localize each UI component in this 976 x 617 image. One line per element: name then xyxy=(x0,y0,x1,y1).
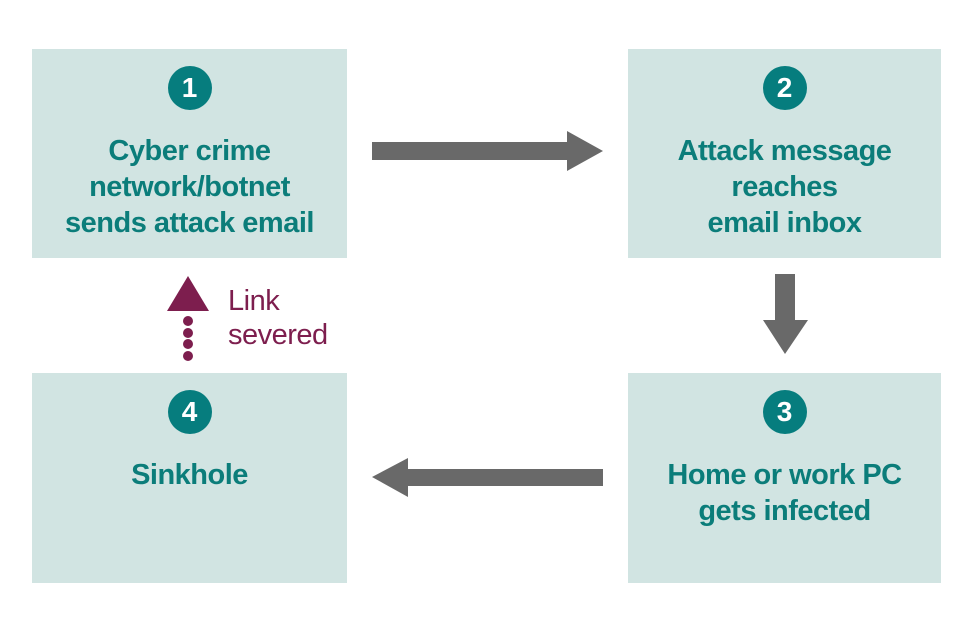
step-3-label-line-1: Home or work PC xyxy=(667,459,902,491)
step-2-number: 2 xyxy=(776,72,793,103)
step-4-label-line-1: Sinkhole xyxy=(131,459,248,491)
step-box-3: 3 Home or work PC gets infected xyxy=(628,373,941,583)
step-box-4: 4 Sinkhole xyxy=(32,373,347,583)
down-arrow-shape xyxy=(763,274,808,354)
step-1-number-badge: 1 xyxy=(167,66,212,110)
step-box-2: 2 Attack message reaches email inbox xyxy=(628,49,941,258)
step-3-label-line-2: gets infected xyxy=(698,495,871,527)
step-3-label: Home or work PC gets infected xyxy=(667,457,902,529)
severed-link-label-line-2: severed xyxy=(228,319,328,351)
step-2-label-line-1: Attack message xyxy=(677,135,892,167)
right-arrow-shape xyxy=(372,131,603,171)
step-1-label-line-1: Cyber crime xyxy=(108,135,271,167)
step-1-number: 1 xyxy=(181,72,198,103)
step-2-label: Attack message reaches email inbox xyxy=(678,133,892,241)
left-arrow-icon xyxy=(372,458,603,497)
step-4-label: Sinkhole xyxy=(131,457,248,493)
step-2-number-badge: 2 xyxy=(762,66,807,110)
severed-dot-2 xyxy=(183,328,193,338)
severed-dot-1 xyxy=(183,316,193,326)
severed-dot-3 xyxy=(183,339,193,349)
severed-link-arrow-icon xyxy=(167,276,209,361)
step-3-number-badge: 3 xyxy=(762,390,807,434)
severed-dot-4 xyxy=(183,351,193,361)
right-arrow-icon xyxy=(372,131,603,171)
down-arrow-icon xyxy=(763,274,808,354)
step-4-number-badge: 4 xyxy=(167,390,212,434)
step-3-number: 3 xyxy=(776,396,793,427)
step-4-number: 4 xyxy=(181,396,198,427)
step-box-1: 1 Cyber crime network/botnet sends attac… xyxy=(32,49,347,258)
step-1-label: Cyber crime network/botnet sends attack … xyxy=(65,133,314,241)
severed-link-label-line-1: Link xyxy=(228,285,280,317)
severed-link-label: Link severed xyxy=(228,284,328,352)
step-2-label-line-3: email inbox xyxy=(707,207,862,239)
step-2-label-line-2: reaches xyxy=(731,171,838,203)
step-1-label-line-2: network/botnet xyxy=(89,171,290,203)
left-arrow-shape xyxy=(372,458,603,497)
severed-arrowhead xyxy=(167,276,209,311)
step-1-label-line-3: sends attack email xyxy=(65,207,314,239)
